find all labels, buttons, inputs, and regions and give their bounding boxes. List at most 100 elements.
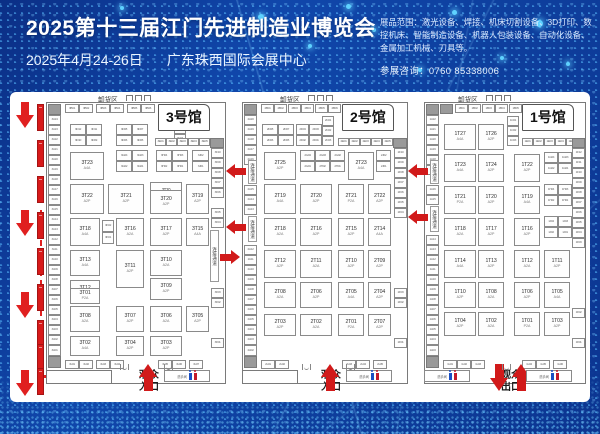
booth-cell[interactable]: 3A07 bbox=[48, 285, 61, 295]
booth-corner[interactable] bbox=[244, 104, 257, 115]
booth-cell[interactable]: 2A14 bbox=[244, 195, 257, 205]
booth-cell[interactable]: 1F02 bbox=[572, 308, 585, 318]
booth-cell[interactable]: 3E02 bbox=[166, 138, 177, 146]
booth-cell[interactable]: 1F12 bbox=[572, 148, 585, 158]
booth-cell[interactable]: 2B05 bbox=[315, 104, 328, 113]
booth-cell[interactable]: 3E03 bbox=[177, 138, 188, 146]
booth-cell[interactable]: 3A18 bbox=[48, 175, 61, 185]
booth-cell[interactable]: 3E01 bbox=[155, 138, 166, 146]
booth-cell[interactable]: 3A21 bbox=[48, 145, 61, 155]
booth-cell[interactable]: 3D06 bbox=[116, 135, 132, 146]
booth-cell[interactable]: 2A08 bbox=[244, 285, 257, 295]
booth-cell[interactable]: 2L02 bbox=[275, 360, 289, 369]
booth-cell[interactable]: 1E03 bbox=[544, 138, 555, 146]
booth-cell[interactable]: 1E04 bbox=[555, 138, 566, 146]
booth-cell[interactable]: 3K01 bbox=[102, 232, 114, 244]
booth-cell[interactable]: 1F06 bbox=[572, 208, 585, 218]
booth-cell[interactable]: 2J02 bbox=[376, 150, 391, 161]
booth-cell[interactable]: 3G03 bbox=[132, 150, 148, 161]
booth-cell[interactable]: 3E05 bbox=[199, 138, 210, 146]
booth-cell[interactable]: 2B03 bbox=[288, 104, 301, 113]
booth-cell[interactable]: 1H01 bbox=[558, 195, 572, 206]
booth-cell[interactable]: 2A18 bbox=[244, 135, 257, 145]
booth-cell[interactable]: 1L06 bbox=[553, 360, 567, 369]
booth-cell[interactable]: 2D01 bbox=[309, 135, 322, 146]
booth-cell[interactable]: 3A22 bbox=[48, 135, 61, 145]
booth-cell[interactable]: 3D07 bbox=[132, 124, 148, 135]
booth-corner[interactable] bbox=[393, 138, 407, 148]
booth-cell[interactable]: 1J01 bbox=[558, 227, 572, 238]
booth-cell[interactable]: 3B02 bbox=[79, 104, 93, 113]
booth-cell[interactable]: 1H04 bbox=[544, 184, 558, 195]
booth-cell[interactable]: 3H04 bbox=[156, 150, 172, 161]
booth-cell[interactable]: 3G01 bbox=[132, 161, 148, 172]
booth-cell[interactable]: 3L02 bbox=[79, 360, 93, 369]
booth-cell[interactable]: 3D11 bbox=[86, 124, 102, 135]
booth-cell[interactable]: 1A03 bbox=[426, 345, 439, 356]
booth-cell[interactable]: 2G01 bbox=[300, 161, 315, 172]
booth-cell[interactable]: 3A11 bbox=[48, 245, 61, 255]
booth-cell[interactable]: 1G04 bbox=[544, 152, 558, 163]
booth-cell[interactable]: 3A15 bbox=[48, 205, 61, 215]
booth-cell[interactable]: 1A08 bbox=[426, 295, 439, 305]
booth-cell[interactable]: 3L05 bbox=[158, 360, 172, 369]
booth-cell[interactable]: 3B05 bbox=[127, 104, 141, 113]
booth-cell[interactable]: 2A05 bbox=[244, 315, 257, 325]
booth-cell[interactable]: 1C01 bbox=[507, 116, 519, 126]
booth-cell[interactable]: 1A05 bbox=[426, 325, 439, 335]
booth-cell[interactable]: 3K02 bbox=[102, 220, 114, 232]
booth-cell[interactable]: 1L02 bbox=[457, 360, 471, 369]
booth-cell[interactable]: 1A11 bbox=[426, 265, 439, 275]
booth-cell[interactable]: 1B03 bbox=[482, 104, 495, 113]
booth-cell[interactable]: 1C03 bbox=[507, 136, 519, 146]
booth-cell[interactable]: 3F04 bbox=[211, 218, 224, 228]
booth-cell[interactable]: 3A14 bbox=[48, 215, 61, 225]
booth-cell[interactable]: 1A13 bbox=[426, 245, 439, 255]
hall-2[interactable]: 卸货区 2号馆 2A20 2A19 2A18 2A17 2A16 2A15 2A… bbox=[226, 92, 412, 402]
booth-corner[interactable] bbox=[210, 138, 224, 148]
booth-cell[interactable]: 3H02 bbox=[156, 161, 172, 172]
booth-cell[interactable]: 1C02 bbox=[507, 126, 519, 136]
booth-corner[interactable] bbox=[244, 356, 257, 368]
booth-cell[interactable]: 1B04 bbox=[495, 104, 508, 113]
booth-cell[interactable]: 2L01 bbox=[261, 360, 275, 369]
booth-cell[interactable]: 2A11 bbox=[244, 255, 257, 265]
booth-cell[interactable]: 3A03 bbox=[48, 325, 61, 335]
booth-cell[interactable]: 1J03 bbox=[558, 216, 572, 227]
booth-cell[interactable]: 3F06 bbox=[211, 188, 224, 198]
booth-cell[interactable]: 1J04 bbox=[544, 216, 558, 227]
booth-cell[interactable]: 3L03 bbox=[96, 360, 110, 369]
booth-cell[interactable]: 1A20 bbox=[426, 135, 439, 145]
booth-cell[interactable]: 2D06 bbox=[262, 135, 278, 146]
booth-cell[interactable]: 3A17 bbox=[48, 185, 61, 195]
booth-cell[interactable]: 1B05 bbox=[509, 104, 522, 113]
booth-cell[interactable]: 3A23 bbox=[48, 125, 61, 135]
